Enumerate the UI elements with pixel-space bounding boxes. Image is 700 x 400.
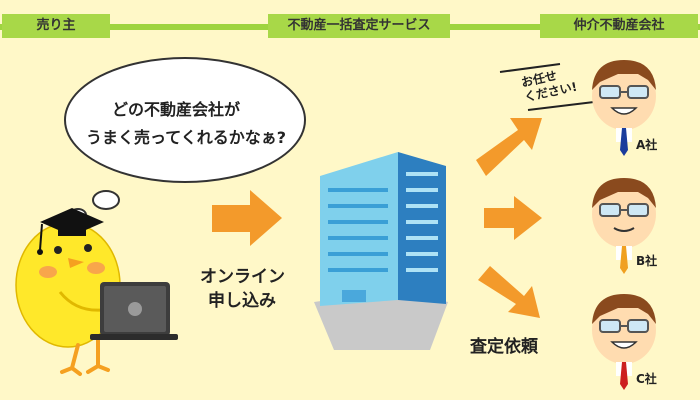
building-icon xyxy=(314,152,448,350)
chick-seller-icon xyxy=(15,208,121,376)
company-a-label: A社 xyxy=(636,138,658,152)
agency-header: 仲介不動産会社 xyxy=(540,14,698,38)
tie-b xyxy=(620,246,628,274)
service-header: 不動産一括査定サービス xyxy=(268,14,450,38)
speech-lines xyxy=(499,63,595,111)
arrow-to-company-a xyxy=(476,118,542,176)
person-b-icon xyxy=(592,178,656,274)
company-b-label: B社 xyxy=(636,254,658,268)
tie-c xyxy=(620,362,628,390)
laptop-icon xyxy=(90,282,178,340)
request-label: 査定依頼 xyxy=(470,337,538,357)
arrow-to-service xyxy=(212,190,282,246)
building-windows xyxy=(328,188,388,272)
tie-a xyxy=(620,128,628,156)
seller-header: 売り主 xyxy=(2,14,110,38)
arrow-to-company-c xyxy=(478,266,540,318)
person-c-icon xyxy=(592,294,656,390)
person-a-icon xyxy=(592,60,656,156)
bubble-text-line1: どの不動産会社が xyxy=(112,100,241,119)
company-c-label: C社 xyxy=(636,372,657,386)
online-label-line1: オンライン xyxy=(200,267,285,287)
arrow-to-company-b xyxy=(484,196,542,240)
online-label-line2: 申し込み xyxy=(208,291,276,311)
bubble-text-line2: うまく売ってくれるかなぁ? xyxy=(86,128,287,147)
